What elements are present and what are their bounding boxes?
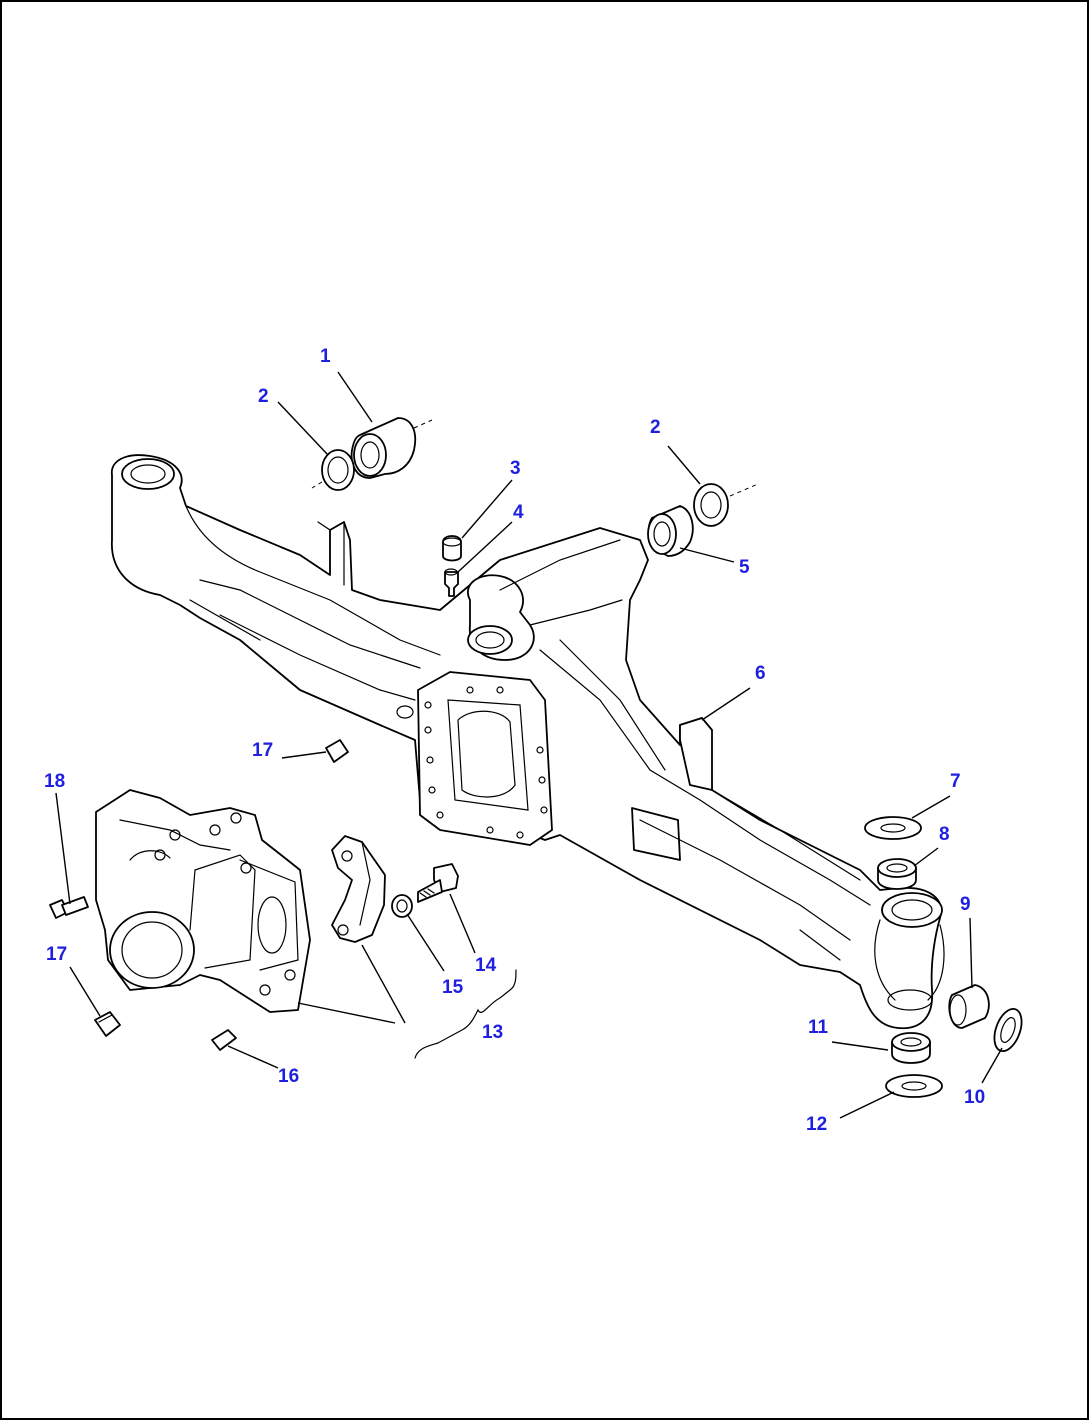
seal-part-2-left [311,449,355,491]
grease-fitting-part-4 [444,568,459,597]
callout-14: 14 [475,955,497,976]
plug-part-17-upper [325,739,349,763]
bushing-part-9 [948,984,990,1029]
callout-8: 8 [939,824,950,845]
bushing-part-11 [891,1032,931,1064]
callout-3: 3 [510,458,521,479]
axle-housing [111,454,945,1030]
cap-bracket-part-13 [331,835,386,943]
bolt-part-14 [417,863,459,903]
callout-12: 12 [806,1114,827,1135]
callout-18: 18 [44,771,65,792]
group-bracket-13 [414,969,517,1059]
callout-9: 9 [960,894,971,915]
seal-part-10 [993,1008,1023,1052]
callout-4: 4 [513,502,524,523]
callout-17-lower: 17 [46,944,67,965]
pin-part-16 [211,1029,237,1051]
callout-11: 11 [808,1017,829,1038]
callout-17-upper: 17 [252,740,273,761]
cap-part-3 [442,535,462,562]
bushing-part-1 [350,417,433,479]
nut-part-15 [391,894,413,918]
callout-2-left: 2 [258,386,269,407]
callout-10: 10 [964,1087,985,1108]
shim-part-12 [885,1074,943,1098]
bushing-part-5 [647,505,694,557]
callout-labels: 1 2 2 3 4 5 6 7 8 9 10 11 12 13 14 15 16… [44,346,985,1135]
leader-lines [55,371,1003,1119]
callout-13: 13 [482,1022,503,1043]
callout-15: 15 [442,977,464,998]
seal-part-2-right [693,483,759,527]
callout-16: 16 [278,1066,299,1087]
callout-1: 1 [320,346,331,367]
bushing-part-8 [877,858,917,890]
callout-2-right: 2 [650,417,661,438]
callout-7: 7 [950,771,961,792]
steering-knuckle [95,789,311,1013]
bolt-part-18 [49,896,89,919]
plug-part-17-lower [94,1011,121,1037]
callout-6: 6 [755,663,766,684]
callout-5: 5 [739,557,750,578]
shim-part-7 [864,816,922,840]
